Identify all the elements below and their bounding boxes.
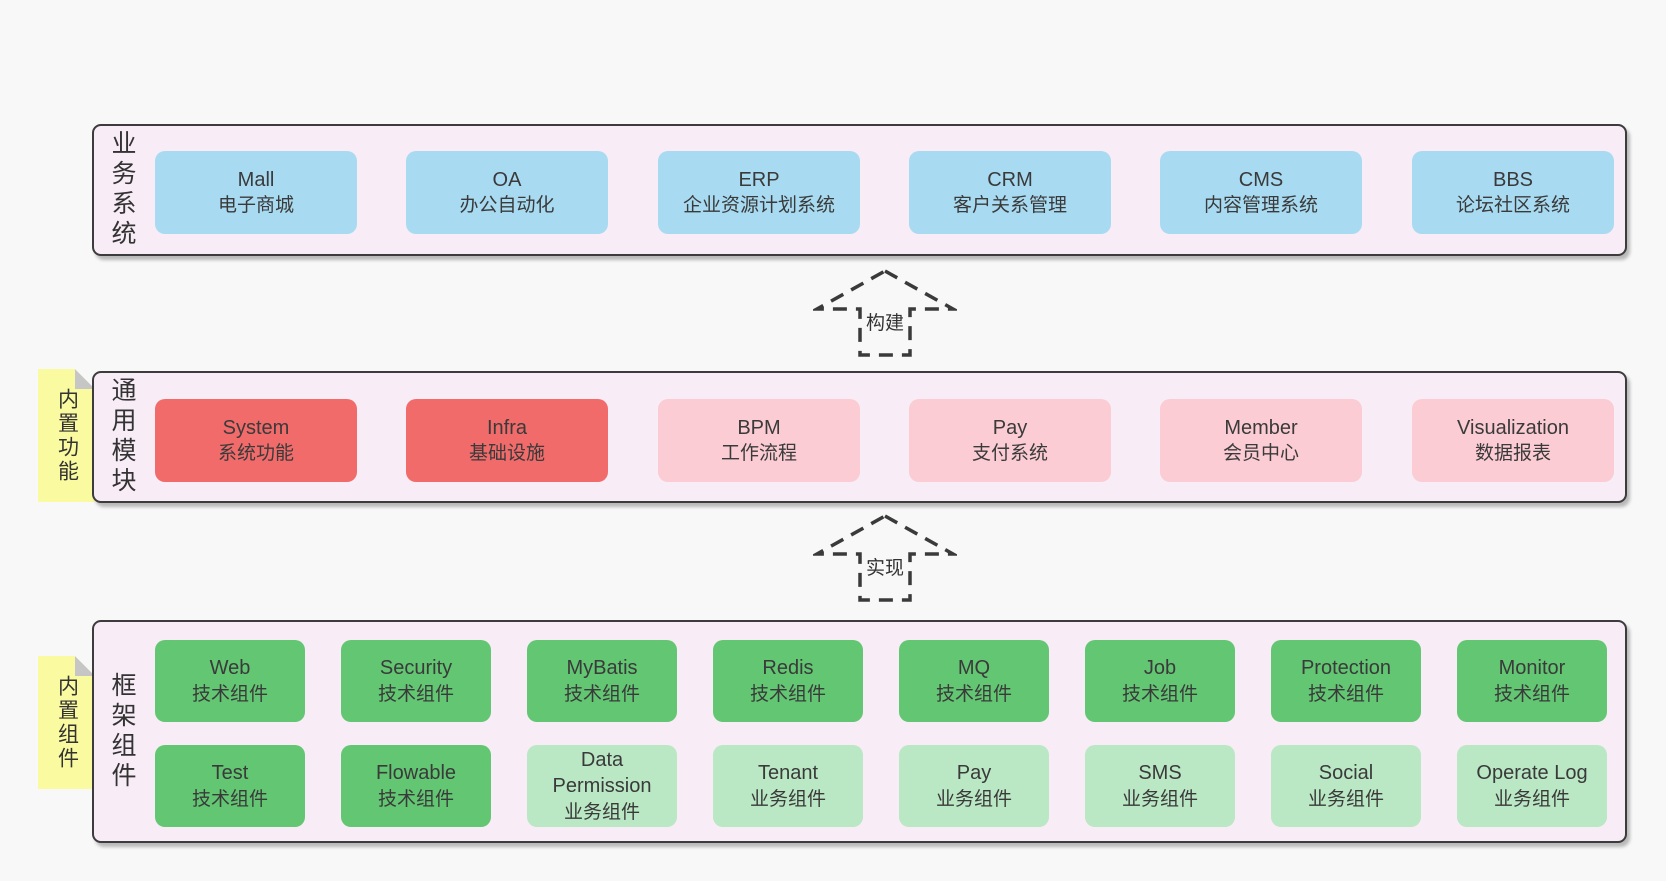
box-desc: 业务组件 (1121, 788, 1198, 810)
box-mq: MQ 技术组件 (899, 640, 1049, 722)
sticky-note-builtin-components: 内置组件 (38, 656, 95, 789)
box-desc: 会员中心 (1222, 443, 1299, 465)
box-desc: 客户关系管理 (952, 195, 1067, 217)
box-desc: 技术组件 (749, 683, 826, 705)
band-framework-components: 框架组件 Web 技术组件 Security 技术组件 MyBatis 技术组件… (92, 620, 1627, 843)
box-infra: Infra 基础设施 (406, 399, 608, 482)
box-desc: 支付系统 (971, 443, 1048, 465)
box-name: Redis (762, 657, 814, 680)
box-desc: 技术组件 (377, 683, 454, 705)
arrow-label-build: 构建 (866, 312, 904, 334)
band-label-business-systems: 业务系统 (108, 130, 136, 250)
box-desc: 内容管理系统 (1203, 195, 1318, 217)
box-name: Infra (486, 416, 528, 439)
band-common-modules: 通用模块 System 系统功能 Infra 基础设施 BPM 工作流程 Pay… (92, 371, 1627, 503)
box-name: Flowable (375, 762, 457, 785)
box-desc: 基础设施 (468, 443, 545, 465)
box-desc: 工作流程 (720, 443, 797, 465)
box-name: SMS (1138, 762, 1182, 785)
box-desc: 技术组件 (1121, 683, 1198, 705)
box-desc: 业务组件 (1307, 788, 1384, 810)
box-monitor: Monitor 技术组件 (1457, 640, 1607, 722)
box-name: System (222, 416, 290, 439)
box-flowable: Flowable 技术组件 (341, 745, 491, 827)
up-arrow-implement-icon: 实现 (813, 513, 957, 602)
band-business-systems: 业务系统 Mall 电子商城 OA 办公自动化 ERP 企业资源计划系统 CRM… (92, 124, 1627, 256)
box-mybatis: MyBatis 技术组件 (527, 640, 677, 722)
box-desc: 论坛社区系统 (1455, 195, 1570, 217)
box-desc: 系统功能 (217, 443, 294, 465)
box-data-permission: Data Permission 业务组件 (527, 745, 677, 827)
box-name: MyBatis (566, 657, 638, 680)
box-desc: 技术组件 (935, 683, 1012, 705)
box-protection: Protection 技术组件 (1271, 640, 1421, 722)
box-desc: 办公自动化 (459, 195, 555, 217)
box-sms: SMS 业务组件 (1085, 745, 1235, 827)
box-name: Protection (1300, 657, 1392, 680)
box-name: Monitor (1498, 657, 1566, 680)
box-name: Mall (237, 168, 275, 191)
sticky-note-label: 内置功能 (55, 387, 79, 484)
box-name: OA (492, 168, 522, 191)
box-name: Test (211, 762, 249, 785)
box-name: Pay (992, 416, 1028, 439)
box-desc: 技术组件 (191, 788, 268, 810)
box-desc: 技术组件 (191, 683, 268, 705)
box-desc: 数据报表 (1474, 443, 1551, 465)
box-bbs: BBS 论坛社区系统 (1412, 151, 1614, 234)
box-desc: 业务组件 (749, 788, 826, 810)
arrow-label-implement: 实现 (866, 557, 904, 579)
box-name: Security (379, 657, 453, 680)
box-name: Operate Log (1476, 762, 1588, 785)
box-desc: 技术组件 (1307, 683, 1384, 705)
band-label-common-modules: 通用模块 (108, 377, 136, 497)
sticky-note-label: 内置组件 (55, 674, 79, 771)
box-desc: 电子商城 (217, 195, 294, 217)
box-crm: CRM 客户关系管理 (909, 151, 1111, 234)
box-test: Test 技术组件 (155, 745, 305, 827)
box-name: Visualization (1457, 416, 1569, 439)
box-name: BBS (1492, 168, 1534, 191)
box-desc: 企业资源计划系统 (682, 195, 835, 217)
box-name: Job (1143, 657, 1177, 680)
box-name: CRM (987, 168, 1033, 191)
box-member: Member 会员中心 (1160, 399, 1362, 482)
box-bpm: BPM 工作流程 (658, 399, 860, 482)
box-system: System 系统功能 (155, 399, 357, 482)
box-oa: OA 办公自动化 (406, 151, 608, 234)
box-name: Web (209, 657, 251, 680)
box-name: CMS (1238, 168, 1284, 191)
box-desc: 业务组件 (563, 801, 640, 823)
box-desc: 技术组件 (377, 788, 454, 810)
box-pay-module: Pay 支付系统 (909, 399, 1111, 482)
sticky-note-builtin-features: 内置功能 (38, 369, 95, 502)
box-name: Member (1224, 416, 1298, 439)
box-tenant: Tenant 业务组件 (713, 745, 863, 827)
box-desc: 业务组件 (935, 788, 1012, 810)
band-label-framework-components: 框架组件 (108, 671, 136, 792)
box-name: BPM (737, 416, 781, 439)
box-name: ERP (738, 168, 780, 191)
box-pay-component: Pay 业务组件 (899, 745, 1049, 827)
box-name: Social (1318, 762, 1374, 785)
up-arrow-build-icon: 构建 (813, 268, 957, 357)
box-desc: 业务组件 (1493, 788, 1570, 810)
box-erp: ERP 企业资源计划系统 (658, 151, 860, 234)
box-name: MQ (957, 657, 991, 680)
box-visualization: Visualization 数据报表 (1412, 399, 1614, 482)
box-name: Data Permission (552, 749, 652, 798)
box-cms: CMS 内容管理系统 (1160, 151, 1362, 234)
box-social: Social 业务组件 (1271, 745, 1421, 827)
box-redis: Redis 技术组件 (713, 640, 863, 722)
box-mall: Mall 电子商城 (155, 151, 357, 234)
box-desc: 技术组件 (563, 683, 640, 705)
box-web: Web 技术组件 (155, 640, 305, 722)
box-operate-log: Operate Log 业务组件 (1457, 745, 1607, 827)
box-job: Job 技术组件 (1085, 640, 1235, 722)
box-name: Pay (956, 762, 992, 785)
box-name: Tenant (757, 762, 819, 785)
box-security: Security 技术组件 (341, 640, 491, 722)
box-desc: 技术组件 (1493, 683, 1570, 705)
